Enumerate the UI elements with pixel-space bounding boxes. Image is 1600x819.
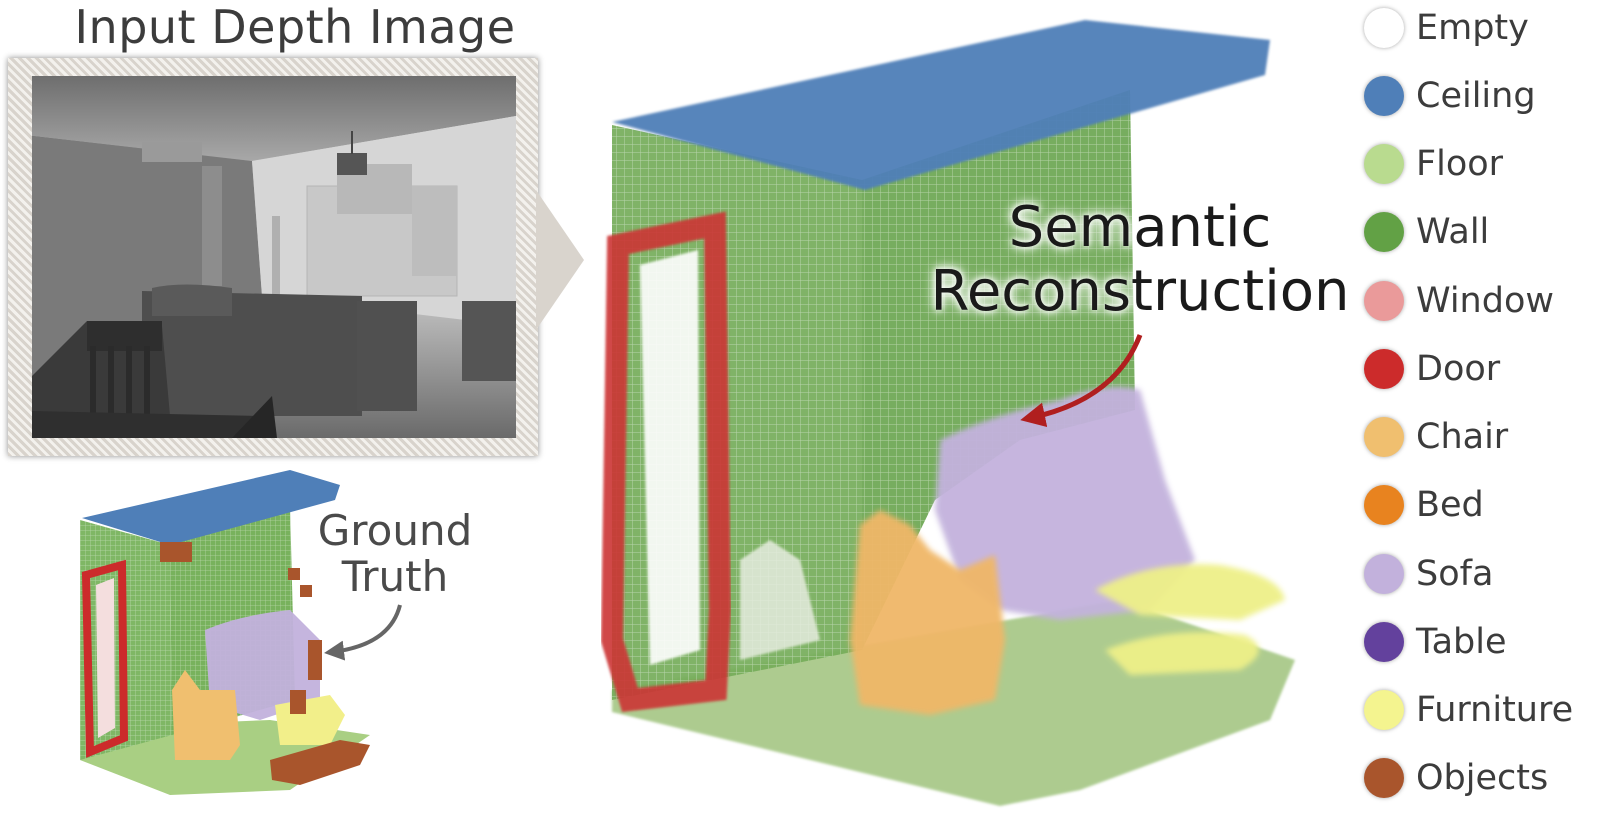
legend-item-chair: Chair	[1364, 412, 1508, 462]
legend-label: Window	[1416, 281, 1555, 321]
legend-item-window: Window	[1364, 276, 1554, 326]
semantic-reconstruction-label: Semantic Reconstruction	[930, 195, 1350, 324]
ground-truth-label: Ground Truth	[317, 506, 473, 601]
legend-label: Table	[1416, 622, 1507, 662]
legend-swatch	[1364, 349, 1404, 389]
legend-item-wall: Wall	[1364, 207, 1489, 257]
legend-label: Wall	[1416, 212, 1490, 252]
legend-swatch	[1364, 758, 1404, 798]
legend-swatch	[1364, 212, 1404, 252]
legend-swatch	[1364, 281, 1404, 321]
legend-item-bed: Bed	[1364, 480, 1484, 530]
legend-label: Objects	[1416, 758, 1549, 798]
legend-label: Chair	[1416, 417, 1509, 457]
legend-item-door: Door	[1364, 344, 1500, 394]
ground-truth-render	[80, 470, 370, 795]
legend-item-objects: Objects	[1364, 753, 1548, 803]
depth-image-render	[32, 76, 516, 438]
legend-swatch	[1364, 8, 1404, 48]
legend-label: Sofa	[1416, 554, 1494, 594]
legend-swatch	[1364, 144, 1404, 184]
legend-label: Floor	[1416, 144, 1504, 184]
legend-label: Door	[1416, 349, 1501, 389]
legend-swatch	[1364, 622, 1404, 662]
legend-label: Empty	[1416, 8, 1529, 48]
legend-swatch	[1364, 417, 1404, 457]
legend-item-furniture: Furniture	[1364, 685, 1573, 735]
legend-item-empty: Empty	[1364, 3, 1529, 53]
legend-label: Ceiling	[1416, 76, 1536, 116]
legend-item-sofa: Sofa	[1364, 549, 1493, 599]
legend-swatch	[1364, 485, 1404, 525]
legend-swatch	[1364, 690, 1404, 730]
legend-label: Furniture	[1416, 690, 1574, 730]
legend-item-table: Table	[1364, 617, 1507, 667]
legend-swatch	[1364, 76, 1404, 116]
depth-image	[32, 76, 516, 438]
depth-frame-pointer	[536, 190, 584, 330]
legend-swatch	[1364, 554, 1404, 594]
semantic-pointer-arrow	[1020, 334, 1143, 428]
legend-item-floor: Floor	[1364, 139, 1503, 189]
ground-truth-pointer-arrow	[324, 604, 402, 661]
depth-image-title: Input Depth Image	[74, 0, 516, 54]
legend-item-ceiling: Ceiling	[1364, 71, 1536, 121]
semantic-reconstruction-render	[600, 20, 1295, 806]
legend-label: Bed	[1416, 485, 1484, 525]
